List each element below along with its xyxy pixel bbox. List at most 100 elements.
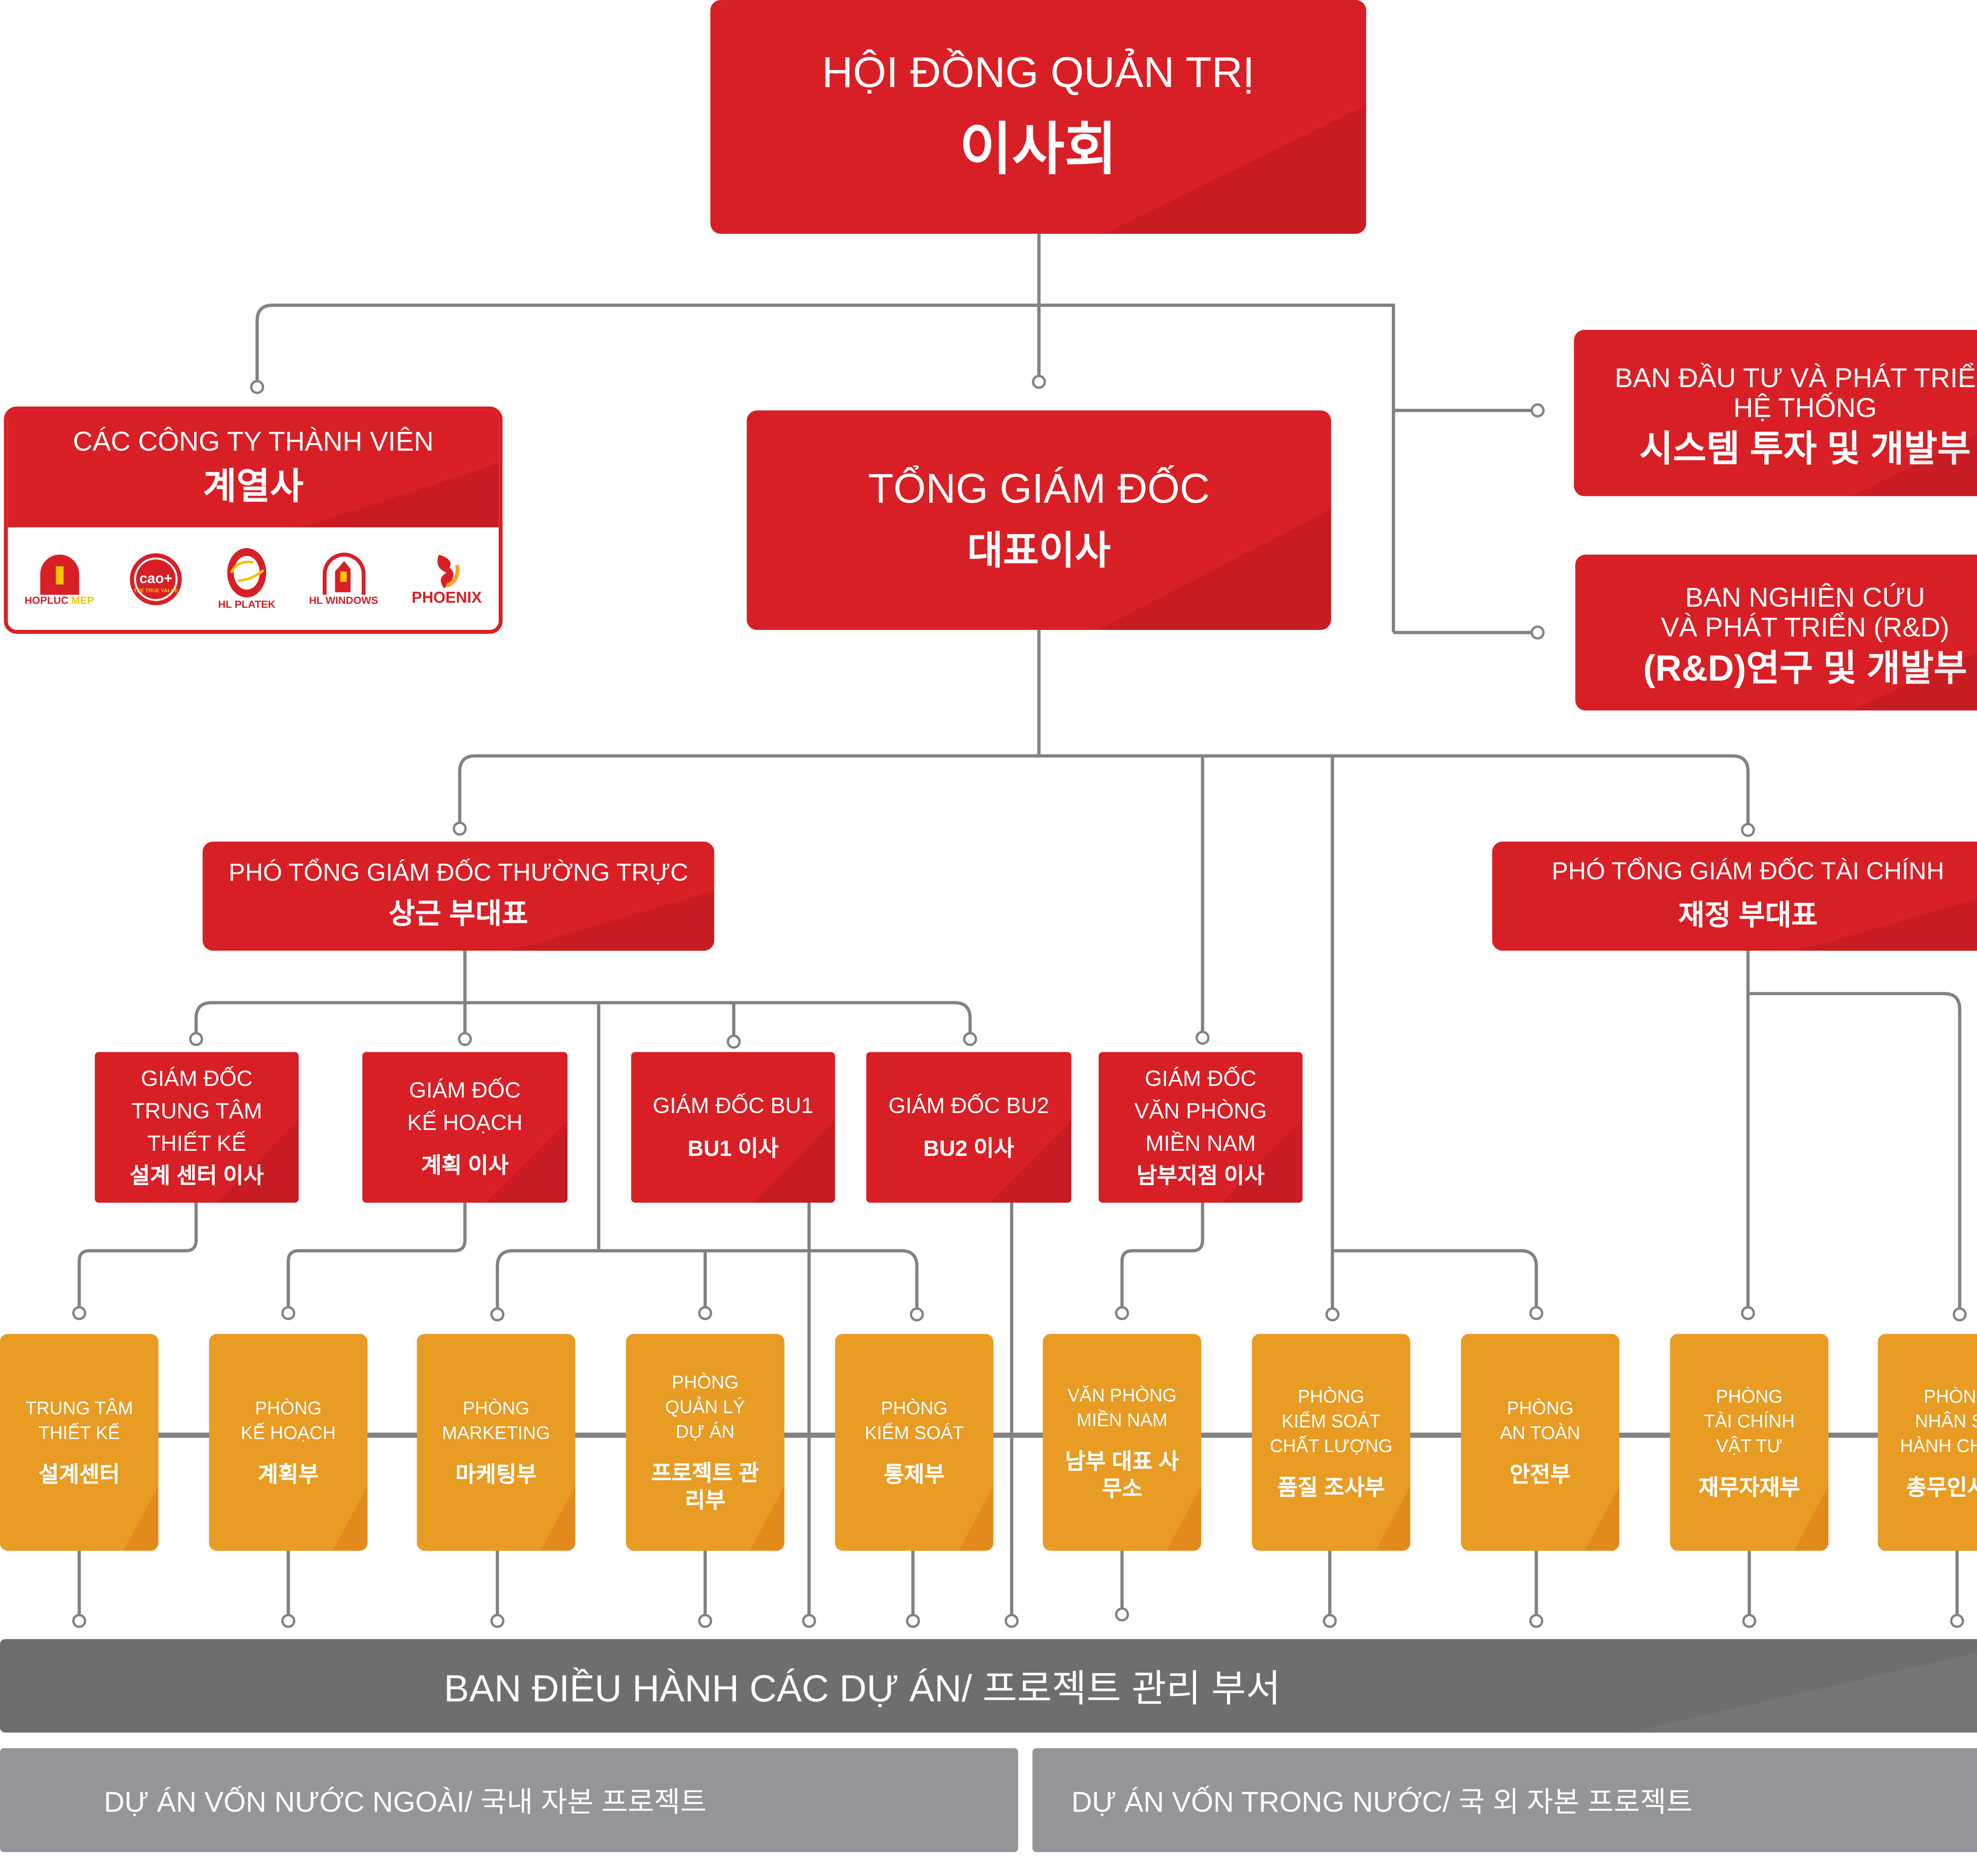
department-title-ko: 통제부 — [884, 1462, 945, 1487]
department-title-line: PHÒNG — [463, 1398, 529, 1418]
department-title-line: KIỂM SOÁT — [1281, 1410, 1381, 1431]
department-title-line: QUẢN LÝ — [665, 1396, 745, 1417]
department-box: PHÒNG KIỂM SOÁT 통제부 — [835, 1334, 994, 1551]
director-title-ko: 설계 센터 이사 — [129, 1163, 264, 1189]
domestic-projects-label: DỰ ÁN VỐN TRONG NƯỚC/ 국 외 자본 프로젝트 — [1071, 1786, 1693, 1819]
department-title-line: MIỀN NAM — [1076, 1408, 1168, 1430]
department-title-line: PHÒNG — [1298, 1385, 1365, 1406]
department-title-ko: 재무자재부 — [1698, 1475, 1800, 1500]
department-title-line: VẬT TƯ — [1716, 1434, 1783, 1456]
ceo-box: TỔNG GIÁM ĐỐC 대표이사 — [747, 410, 1331, 630]
director-title-line: GIÁM ĐỐC BU2 — [888, 1093, 1049, 1118]
director-box: GIÁM ĐỐC VĂN PHÒNG MIỀN NAM 남부지점 이사 — [1098, 1052, 1303, 1203]
department-title-ko: 마케팅부 — [455, 1462, 537, 1487]
department-box: PHÒNG KIỂM SOÁT CHẤT LƯỢNG 품질 조사부 — [1252, 1334, 1410, 1551]
investment-development-box: BAN ĐẦU TƯ VÀ PHÁT TRIỂN HỆ THỐNG 시스템 투자… — [1574, 330, 1977, 496]
department-box: PHÒNG MARKETING 마케팅부 — [417, 1334, 575, 1551]
director-title-ko: 남부지점 이사 — [1136, 1163, 1265, 1189]
department-title-line: DỰ ÁN — [675, 1421, 735, 1442]
rnd-line-1: BAN NGHIÊN CỨU — [1685, 582, 1925, 613]
board-title-ko: 이사회 — [959, 118, 1117, 182]
director-title-ko: BU1 이사 — [688, 1136, 779, 1161]
director-title-line: KẾ HOẠCH — [407, 1110, 523, 1135]
department-title-ko: 총무인사부 — [1906, 1475, 1977, 1500]
standing-deputy-box: PHÓ TỔNG GIÁM ĐỐC THƯỜNG TRỰC 상근 부대표 — [202, 842, 714, 951]
finance-deputy-box: PHÓ TỔNG GIÁM ĐỐC TÀI CHÍNH 재정 부대표 — [1492, 842, 1977, 951]
ceo-title-ko: 대표이사 — [967, 530, 1111, 573]
board-of-directors-box: HỘI ĐỒNG QUẢN TRỊ 이사회 — [710, 0, 1367, 234]
department-title-ko: 남부 대표 사무소 — [1065, 1449, 1179, 1501]
director-title-ko: BU2 이사 — [923, 1136, 1015, 1161]
department-title-ko: 계획부 — [258, 1462, 319, 1487]
department-title-line: MARKETING — [442, 1422, 550, 1443]
standing-deputy-vi: PHÓ TỔNG GIÁM ĐỐC THƯỜNG TRỰC — [229, 860, 688, 887]
rnd-title-ko: (R&D)연구 및 개발부 — [1643, 647, 1967, 688]
director-title-line: GIÁM ĐỐC — [1145, 1066, 1257, 1091]
department-title-line: AN TOÀN — [1500, 1422, 1580, 1443]
department-title-line: CHẤT LƯỢNG — [1270, 1434, 1393, 1456]
department-title-ko: 품질 조사부 — [1277, 1475, 1385, 1500]
department-title-line: PHÒNG — [672, 1371, 739, 1392]
invest-title-ko: 시스템 투자 및 개발부 — [1639, 428, 1971, 469]
finance-deputy-vi: PHÓ TỔNG GIÁM ĐỐC TÀI CHÍNH — [1552, 858, 1945, 886]
department-title-line: KIỂM SOÁT — [864, 1422, 964, 1443]
invest-line-2: HỆ THỐNG — [1733, 393, 1877, 423]
department-box: VĂN PHÒNG MIỀN NAM 남부 대표 사무소 — [1043, 1334, 1202, 1551]
department-title-ko: 설계센터 — [38, 1462, 120, 1487]
board-title-vi: HỘI ĐỒNG QUẢN TRỊ — [822, 48, 1255, 96]
director-title-line: GIÁM ĐỐC BU1 — [652, 1093, 814, 1118]
department-title-line: PHÒNG — [1924, 1385, 1977, 1406]
invest-line-1: BAN ĐẦU TƯ VÀ PHÁT TRIỂN — [1614, 363, 1977, 393]
department-box: PHÒNG NHÂN SỰ HÀNH CHÍNH 총무인사부 — [1878, 1334, 1977, 1551]
rnd-box: BAN NGHIÊN CỨU VÀ PHÁT TRIỂN (R&D) (R&D)… — [1575, 554, 1977, 711]
project-management-bar: BAN ĐIỀU HÀNH CÁC DỰ ÁN/ 프로젝트 관리 부서 — [0, 1639, 1977, 1733]
director-title-line: TRUNG TÂM — [131, 1099, 263, 1124]
department-title-line: PHÒNG — [1716, 1385, 1783, 1406]
department-box: PHÒNG KẾ HOẠCH 계획부 — [209, 1334, 368, 1551]
department-box: PHÒNG AN TOÀN 안전부 — [1461, 1334, 1620, 1551]
logo-hl-windows: HL WINDOWS — [309, 551, 378, 607]
department-title-ko: 안전부 — [1510, 1462, 1571, 1487]
project-management-title: BAN ĐIỀU HÀNH CÁC DỰ ÁN/ 프로젝트 관리 부서 — [444, 1669, 1281, 1711]
director-title-ko: 계획 이사 — [421, 1152, 509, 1178]
department-title-line: PHÒNG — [255, 1398, 322, 1418]
member-companies-box: CÁC CÔNG TY THÀNH VIÊN 계열사 HOPLUC MEP ca… — [4, 407, 503, 634]
members-title-vi: CÁC CÔNG TY THÀNH VIÊN — [73, 427, 434, 458]
svg-text:THE TRUE VALUE: THE TRUE VALUE — [134, 587, 178, 593]
members-title-ko: 계열사 — [203, 466, 304, 507]
foreign-capital-projects: DỰ ÁN VỐN NƯỚC NGOÀI/ 국내 자본 프로젝트 — [0, 1748, 1018, 1852]
logo-hopluc-mep: HOPLUC MEP — [25, 551, 94, 607]
department-title-line: KẾ HOẠCH — [241, 1422, 336, 1443]
department-title-line: VĂN PHÒNG — [1067, 1384, 1177, 1405]
standing-deputy-ko: 상근 부대표 — [389, 897, 528, 930]
svg-text:cao+: cao+ — [140, 569, 172, 586]
director-title-line: MIỀN NAM — [1145, 1131, 1256, 1156]
department-box: TRUNG TÂM THIẾT KẾ 설계센터 — [0, 1334, 159, 1551]
department-title-line: THIẾT KẾ — [38, 1422, 120, 1443]
rnd-line-2: VÀ PHÁT TRIỂN (R&D) — [1661, 612, 1950, 643]
department-box: PHÒNG QUẢN LÝ DỰ ÁN 프로젝트 관리부 — [626, 1334, 784, 1551]
department-title-line: TRUNG TÂM — [25, 1398, 133, 1418]
director-title-line: GIÁM ĐỐC — [141, 1066, 253, 1091]
logo-phoenix: PHOENIX — [412, 551, 482, 606]
department-title-ko: 프로젝트 관리부 — [651, 1461, 759, 1513]
director-title-line: VĂN PHÒNG — [1134, 1099, 1267, 1124]
department-title-line: HÀNH CHÍNH — [1900, 1434, 1977, 1456]
domestic-capital-projects: DỰ ÁN VỐN TRONG NƯỚC/ 국 외 자본 프로젝트 — [1032, 1748, 1977, 1852]
department-box: PHÒNG TÀI CHÍNH VẬT TƯ 재무자재부 — [1670, 1334, 1829, 1551]
department-title-line: PHÒNG — [1506, 1398, 1574, 1418]
logo-hl-platek: HL PLATEK — [218, 547, 276, 611]
company-logos: HOPLUC MEP cao+THE TRUE VALUE HL PLATEK … — [8, 527, 499, 630]
department-title-line: PHÒNG — [881, 1398, 948, 1418]
director-title-line: THIẾT KẾ — [147, 1131, 246, 1156]
ceo-title-vi: TỔNG GIÁM ĐỐC — [868, 465, 1210, 512]
logo-cao: cao+THE TRUE VALUE — [127, 550, 185, 607]
director-box: GIÁM ĐỐC TRUNG TÂM THIẾT KẾ 설계 센터 이사 — [95, 1052, 299, 1203]
department-title-line: NHÂN SỰ — [1915, 1410, 1977, 1431]
department-title-line: TÀI CHÍNH — [1704, 1410, 1795, 1431]
finance-deputy-ko: 재정 부대표 — [1678, 898, 1818, 931]
